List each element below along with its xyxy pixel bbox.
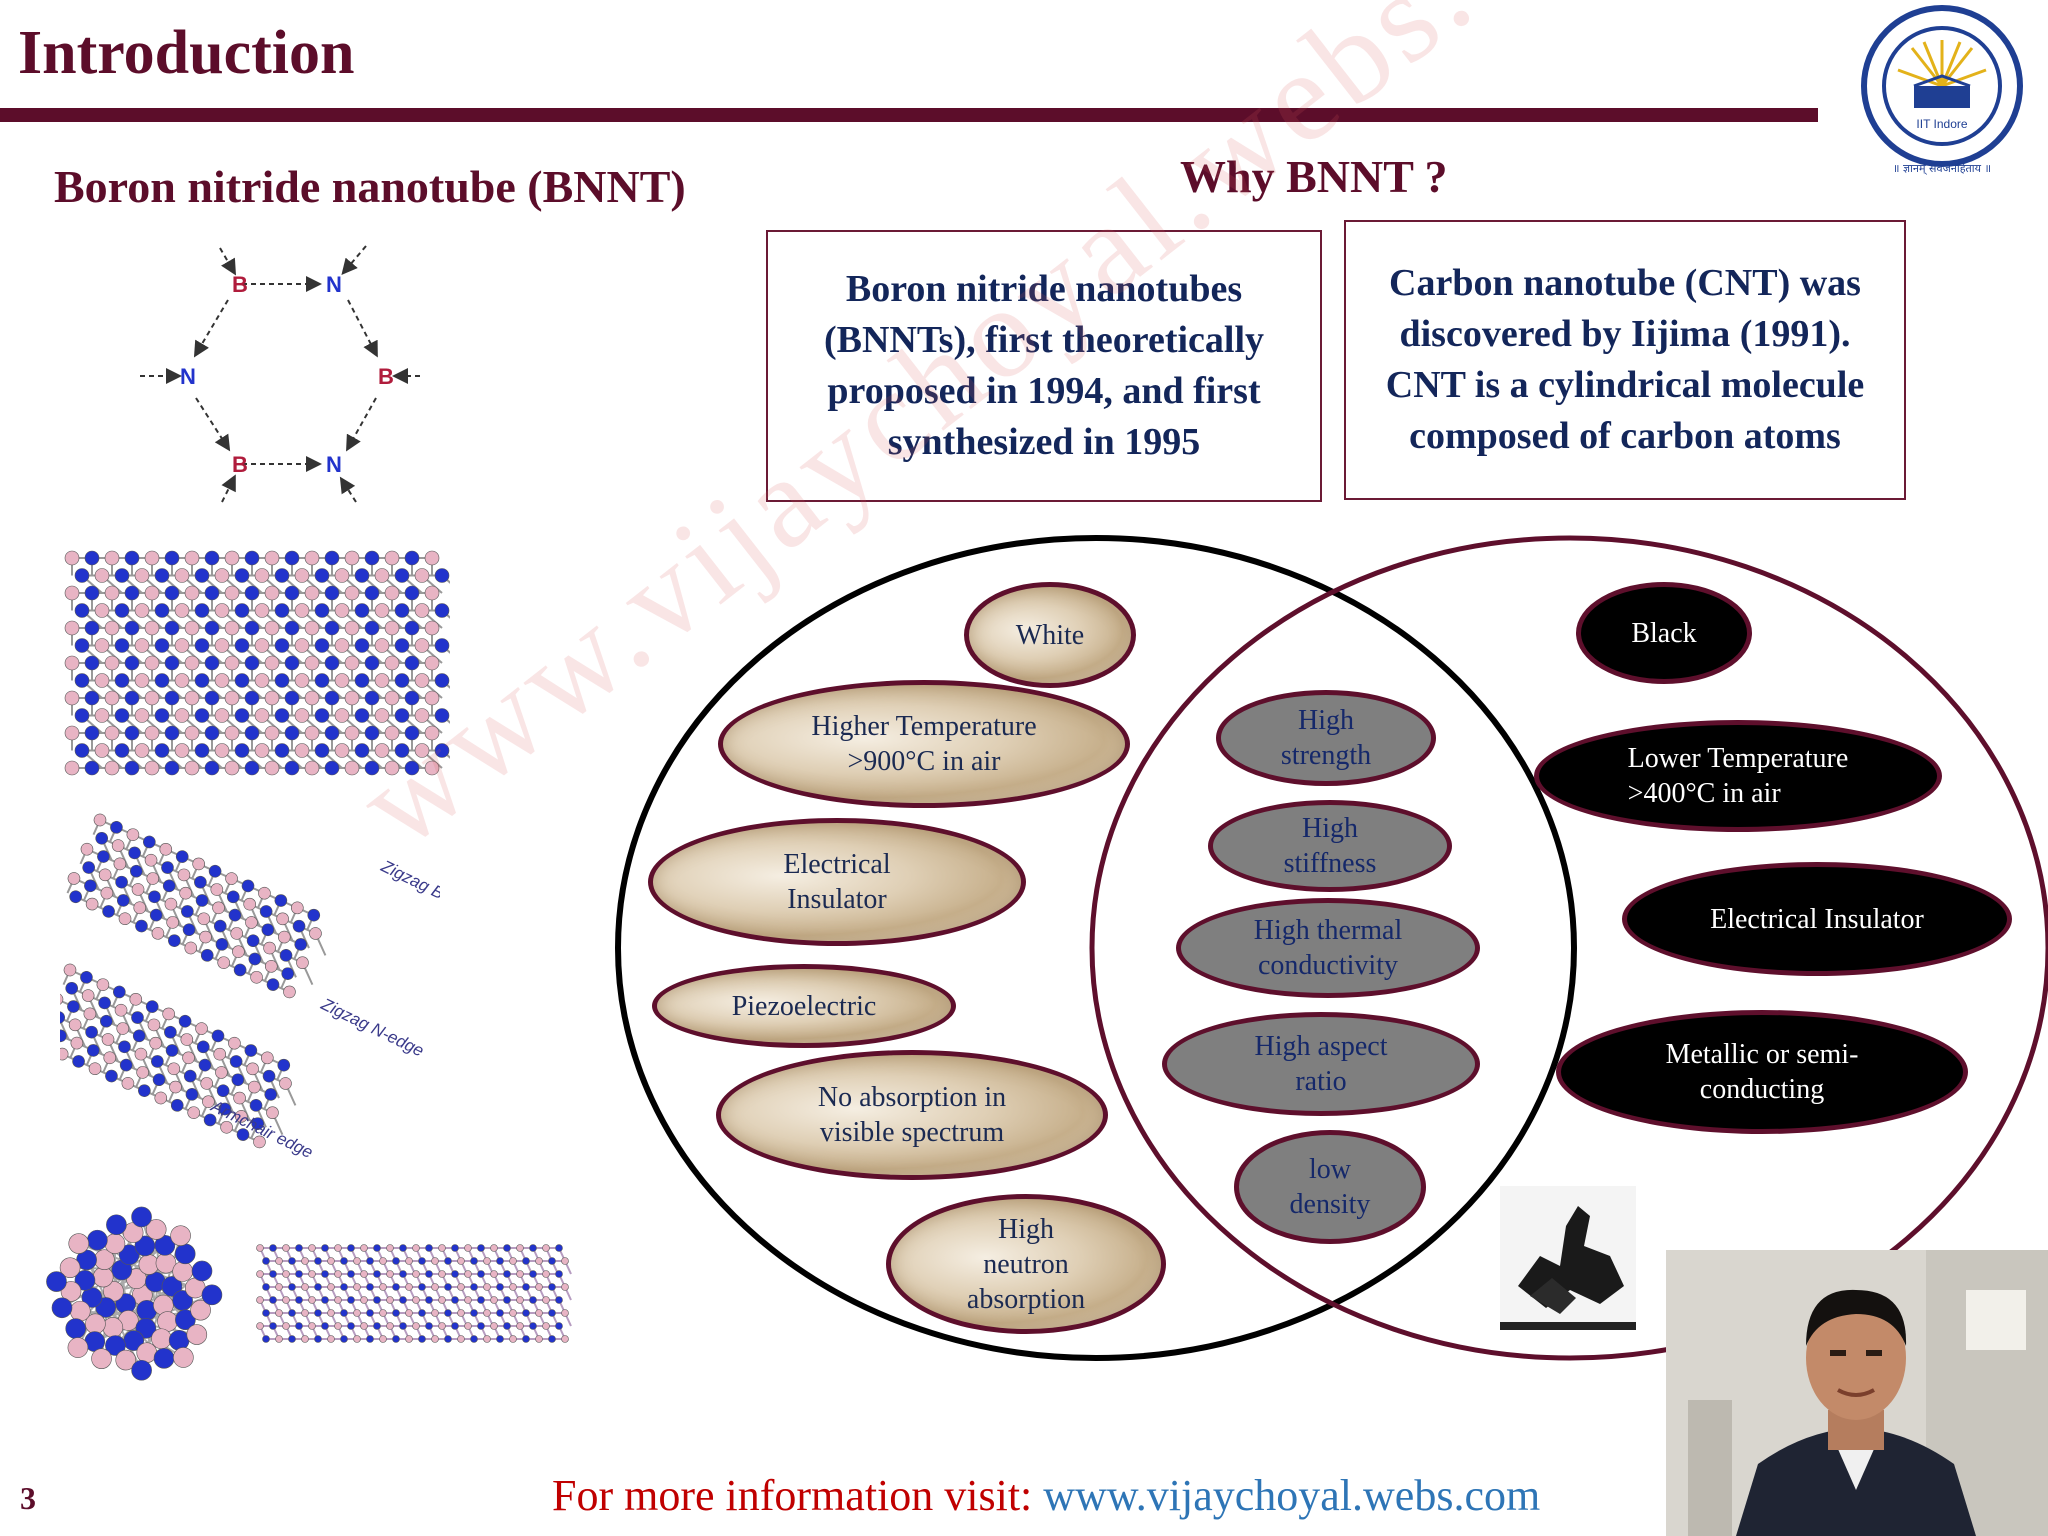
atom-label: N — [326, 452, 342, 477]
why-bnnt-heading: Why BNNT ? — [1180, 151, 1448, 202]
footer-prefix: For more information visit: — [552, 1471, 1044, 1520]
bn-nanotube-image — [256, 1244, 572, 1343]
venn-cnt-oval: Lower Temperature>400°C in air — [1534, 720, 1942, 832]
slide-number: 3 — [20, 1480, 36, 1516]
logo-caption: ॥ ज्ञानम् सर्वजनहिताय ॥ — [1893, 162, 1991, 175]
atom-label: B — [232, 272, 248, 297]
footer-info: For more information visit: www.vijaycho… — [552, 1470, 1540, 1521]
atom-label: N — [326, 272, 342, 297]
atom-label: B — [232, 452, 248, 477]
edge-label: Zigzag N-edge — [317, 994, 426, 1060]
bn-hexagon-diagram: B N N B B N — [140, 245, 420, 503]
venn-cnt-oval: Electrical Insulator — [1622, 862, 2012, 976]
title-divider — [0, 108, 1818, 122]
cnt-info-box: Carbon nanotube (CNT) was discovered by … — [1344, 220, 1906, 500]
atom-label: B — [378, 364, 394, 389]
edge-label: Zigzag B-edge — [377, 856, 440, 922]
bnnt-info-box: Boron nitride nanotubes (BNNTs), first t… — [766, 230, 1322, 502]
cnt-sample-image — [1500, 1186, 1636, 1330]
venn-bnnt-oval: Higher Temperature>900°C in air — [718, 680, 1130, 808]
presenter-webcam — [1666, 1250, 2048, 1536]
bn-fullerene-image — [46, 1206, 223, 1381]
venn-cnt-oval: Black — [1576, 582, 1752, 684]
logo-inner-text: IIT Indore — [1916, 117, 1967, 131]
presenter-video-frame — [1666, 1250, 2048, 1536]
bn-sheet-image — [64, 550, 450, 776]
venn-bnnt-oval: White — [964, 582, 1136, 688]
venn-cnt-oval: Metallic or semi-conducting — [1556, 1010, 1968, 1134]
slide-title: Introduction — [18, 19, 355, 87]
bnnt-heading: Boron nitride nanotube (BNNT) — [54, 161, 686, 212]
venn-bnnt-oval: Piezoelectric — [652, 964, 956, 1048]
footer-link[interactable]: www.vijaychoyal.webs.com — [1043, 1471, 1541, 1520]
atom-label: N — [180, 364, 196, 389]
institute-logo: IIT Indore ॥ ज्ञानम् सर्वजनहिताय ॥ — [1861, 5, 2023, 175]
